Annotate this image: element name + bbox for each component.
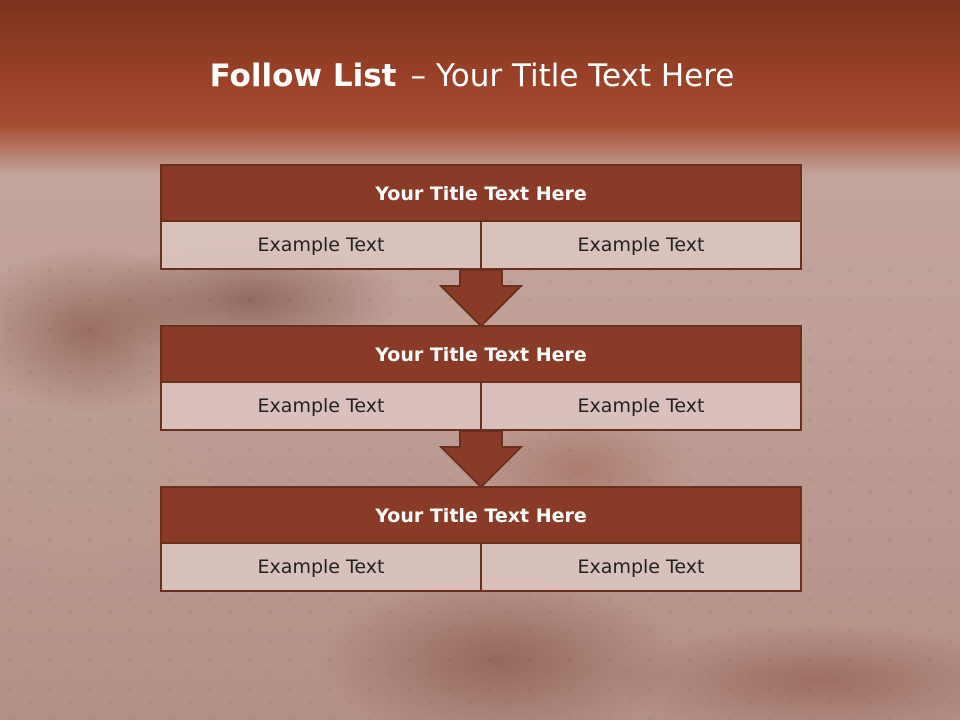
down-arrow-icon (439, 431, 523, 489)
list-box-2: Your Title Text Here Example Text Exampl… (160, 325, 802, 431)
box-row: Example Text Example Text (162, 222, 800, 268)
slide-title-rest: Your Title Text Here (435, 58, 735, 94)
header-band (0, 0, 960, 175)
box-cell-right: Example Text (480, 544, 800, 590)
list-box-1: Your Title Text Here Example Text Exampl… (160, 164, 802, 270)
slide-title: Follow List–Your Title Text Here (0, 56, 944, 96)
box-row: Example Text Example Text (162, 544, 800, 590)
slide-title-separator: – (410, 58, 426, 94)
box-row: Example Text Example Text (162, 383, 800, 429)
box-title: Your Title Text Here (162, 488, 800, 544)
box-cell-left: Example Text (162, 222, 480, 268)
list-box-3: Your Title Text Here Example Text Exampl… (160, 486, 802, 592)
box-cell-right: Example Text (480, 222, 800, 268)
box-cell-right: Example Text (480, 383, 800, 429)
box-title: Your Title Text Here (162, 327, 800, 383)
box-title: Your Title Text Here (162, 166, 800, 222)
box-cell-left: Example Text (162, 383, 480, 429)
down-arrow-icon (439, 270, 523, 328)
slide-title-bold: Follow List (209, 58, 397, 94)
box-cell-left: Example Text (162, 544, 480, 590)
